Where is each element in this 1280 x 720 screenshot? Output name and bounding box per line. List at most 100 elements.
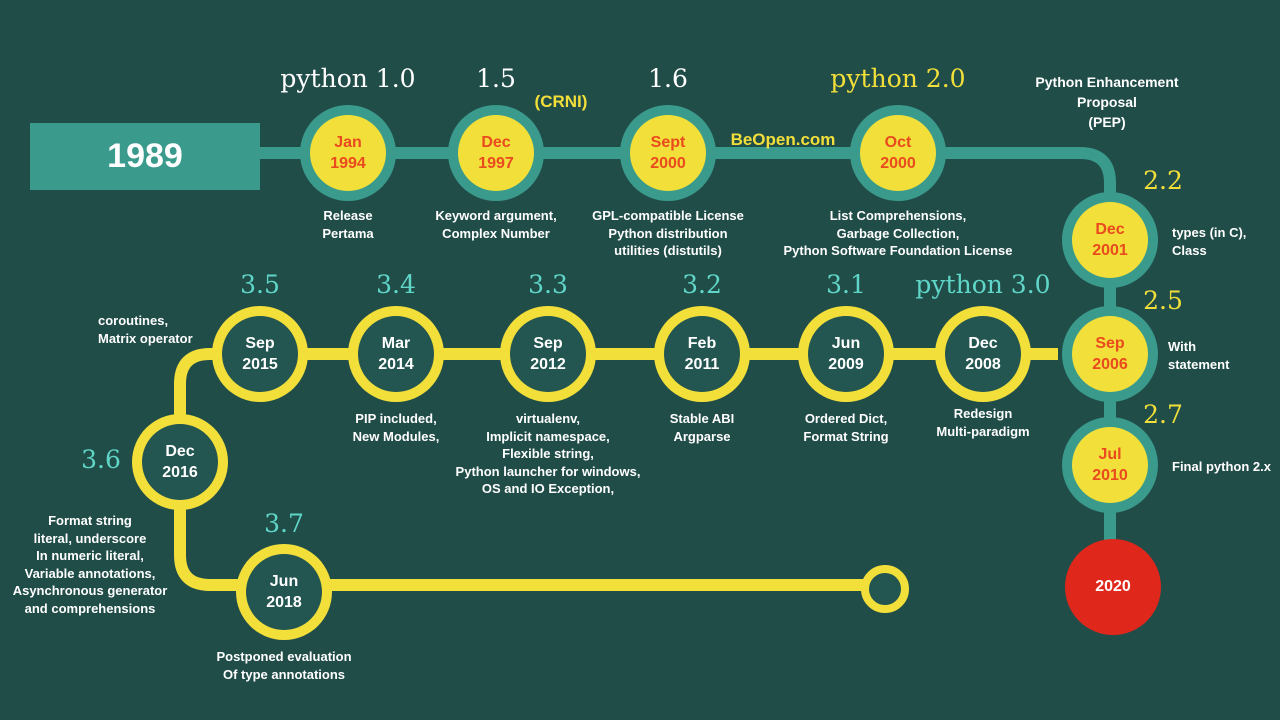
- version-label: 3.3: [528, 270, 568, 299]
- node-month: Dec: [1095, 221, 1125, 238]
- feature-line: Format String: [803, 428, 889, 444]
- feature-line: Ordered Dict,: [804, 411, 888, 426]
- end-year-node: 2020: [1065, 539, 1161, 635]
- node-month: Jul: [1098, 446, 1122, 463]
- teal-path: [255, 147, 1116, 545]
- version-label: python 3.0: [915, 270, 1051, 299]
- feature-line: Variable annotations,: [24, 565, 156, 581]
- feature-line: Python distribution: [608, 225, 728, 241]
- pep-line: (PEP): [1088, 114, 1126, 130]
- feature-description: Ordered Dict, Format String: [803, 410, 888, 445]
- node-year: 2012: [530, 356, 566, 373]
- version-label: 3.6: [81, 445, 121, 474]
- feature-description: With statement: [1168, 338, 1229, 373]
- version-label: 1.6: [648, 64, 688, 93]
- node-year: 1997: [478, 155, 514, 172]
- version-label: python 1.0: [280, 64, 416, 93]
- feature-line: Release: [323, 208, 373, 223]
- feature-line: types (in C),: [1172, 225, 1247, 240]
- feature-line: Keyword argument,: [435, 208, 557, 223]
- feature-line: coroutines,: [98, 313, 169, 328]
- node-month: Dec: [968, 335, 998, 352]
- node-date: Dec 2001: [1072, 202, 1148, 278]
- milestone-node: Jun 2009: [798, 306, 894, 402]
- milestone-node: Dec 2008: [935, 306, 1031, 402]
- node-date: Sep 2012: [510, 316, 586, 392]
- feature-line: Class: [1172, 242, 1207, 258]
- version-label: 1.5: [476, 64, 516, 93]
- feature-description: types (in C), Class: [1172, 224, 1246, 259]
- node-date: Dec 2008: [945, 316, 1021, 392]
- feature-line: Final python 2.x: [1172, 459, 1271, 474]
- version-label: 3.7: [264, 509, 304, 538]
- pep-line: Proposal: [1077, 94, 1137, 110]
- feature-line: In numeric literal,: [36, 548, 144, 563]
- milestone-node: Jul 2010: [1062, 417, 1158, 513]
- feature-description: List Comprehensions,Garbage Collection,P…: [784, 207, 1013, 260]
- milestone-node: Feb 2011: [654, 306, 750, 402]
- node-month: Jun: [269, 573, 299, 590]
- feature-line: List Comprehensions,: [829, 208, 967, 223]
- version-label: 2.2: [1143, 166, 1183, 195]
- node-month: Sept: [650, 134, 686, 151]
- version-label: 2.5: [1143, 286, 1183, 315]
- node-month: Feb: [687, 335, 717, 352]
- feature-line: Implicit namespace,: [486, 428, 610, 444]
- feature-line: Pertama: [322, 225, 374, 241]
- node-month: Jun: [831, 335, 861, 352]
- version-label: 3.4: [376, 270, 416, 299]
- feature-line: utilities (distutils): [614, 243, 722, 258]
- node-year: 2001: [1092, 242, 1128, 259]
- milestone-node: Sep 2012: [500, 306, 596, 402]
- feature-line: Flexible string,: [502, 446, 594, 461]
- start-year-box: 1989: [30, 123, 260, 190]
- feature-line: With: [1168, 339, 1197, 354]
- node-year: 2009: [828, 356, 864, 373]
- version-label: 3.5: [240, 270, 280, 299]
- pep-label: Python Enhancement Proposal (PEP): [1035, 72, 1178, 132]
- feature-description: virtualenv,Implicit namespace,Flexible s…: [456, 410, 641, 498]
- feature-description: Final python 2.x: [1172, 458, 1271, 476]
- feature-line: and comprehensions: [24, 600, 156, 616]
- feature-description: PIP included, New Modules,: [353, 410, 440, 445]
- feature-line: Asynchronous generator: [12, 583, 168, 598]
- node-date: Jul 2010: [1072, 427, 1148, 503]
- feature-line: Of type annotations: [222, 666, 346, 682]
- version-label: python 2.0: [830, 64, 966, 93]
- node-month: Sep: [533, 335, 563, 352]
- node-year: 2000: [880, 155, 916, 172]
- feature-line: GPL-compatible License: [592, 208, 744, 223]
- feature-line: PIP included,: [355, 411, 437, 426]
- node-month: Jan: [334, 134, 362, 151]
- feature-line: Python Software Foundation License: [783, 243, 1013, 258]
- feature-line: Complex Number: [442, 225, 550, 241]
- version-label: 3.1: [826, 270, 866, 299]
- node-year: 2006: [1092, 356, 1128, 373]
- feature-line: statement: [1168, 356, 1230, 372]
- feature-description: Keyword argument, Complex Number: [435, 207, 556, 242]
- node-date: Feb 2011: [664, 316, 740, 392]
- node-year: 2018: [266, 594, 302, 611]
- feature-line: Format string: [48, 513, 132, 528]
- node-year: 2010: [1092, 467, 1128, 484]
- feature-line: literal, underscore: [33, 530, 147, 546]
- feature-line: New Modules,: [352, 428, 440, 444]
- node-year: 2011: [684, 356, 720, 373]
- version-label: 3.2: [682, 270, 722, 299]
- node-year: 2008: [965, 356, 1001, 373]
- node-year: 2000: [650, 155, 686, 172]
- node-date: Jun 2009: [808, 316, 884, 392]
- feature-description: Format string literal, underscore In numer…: [8, 512, 172, 617]
